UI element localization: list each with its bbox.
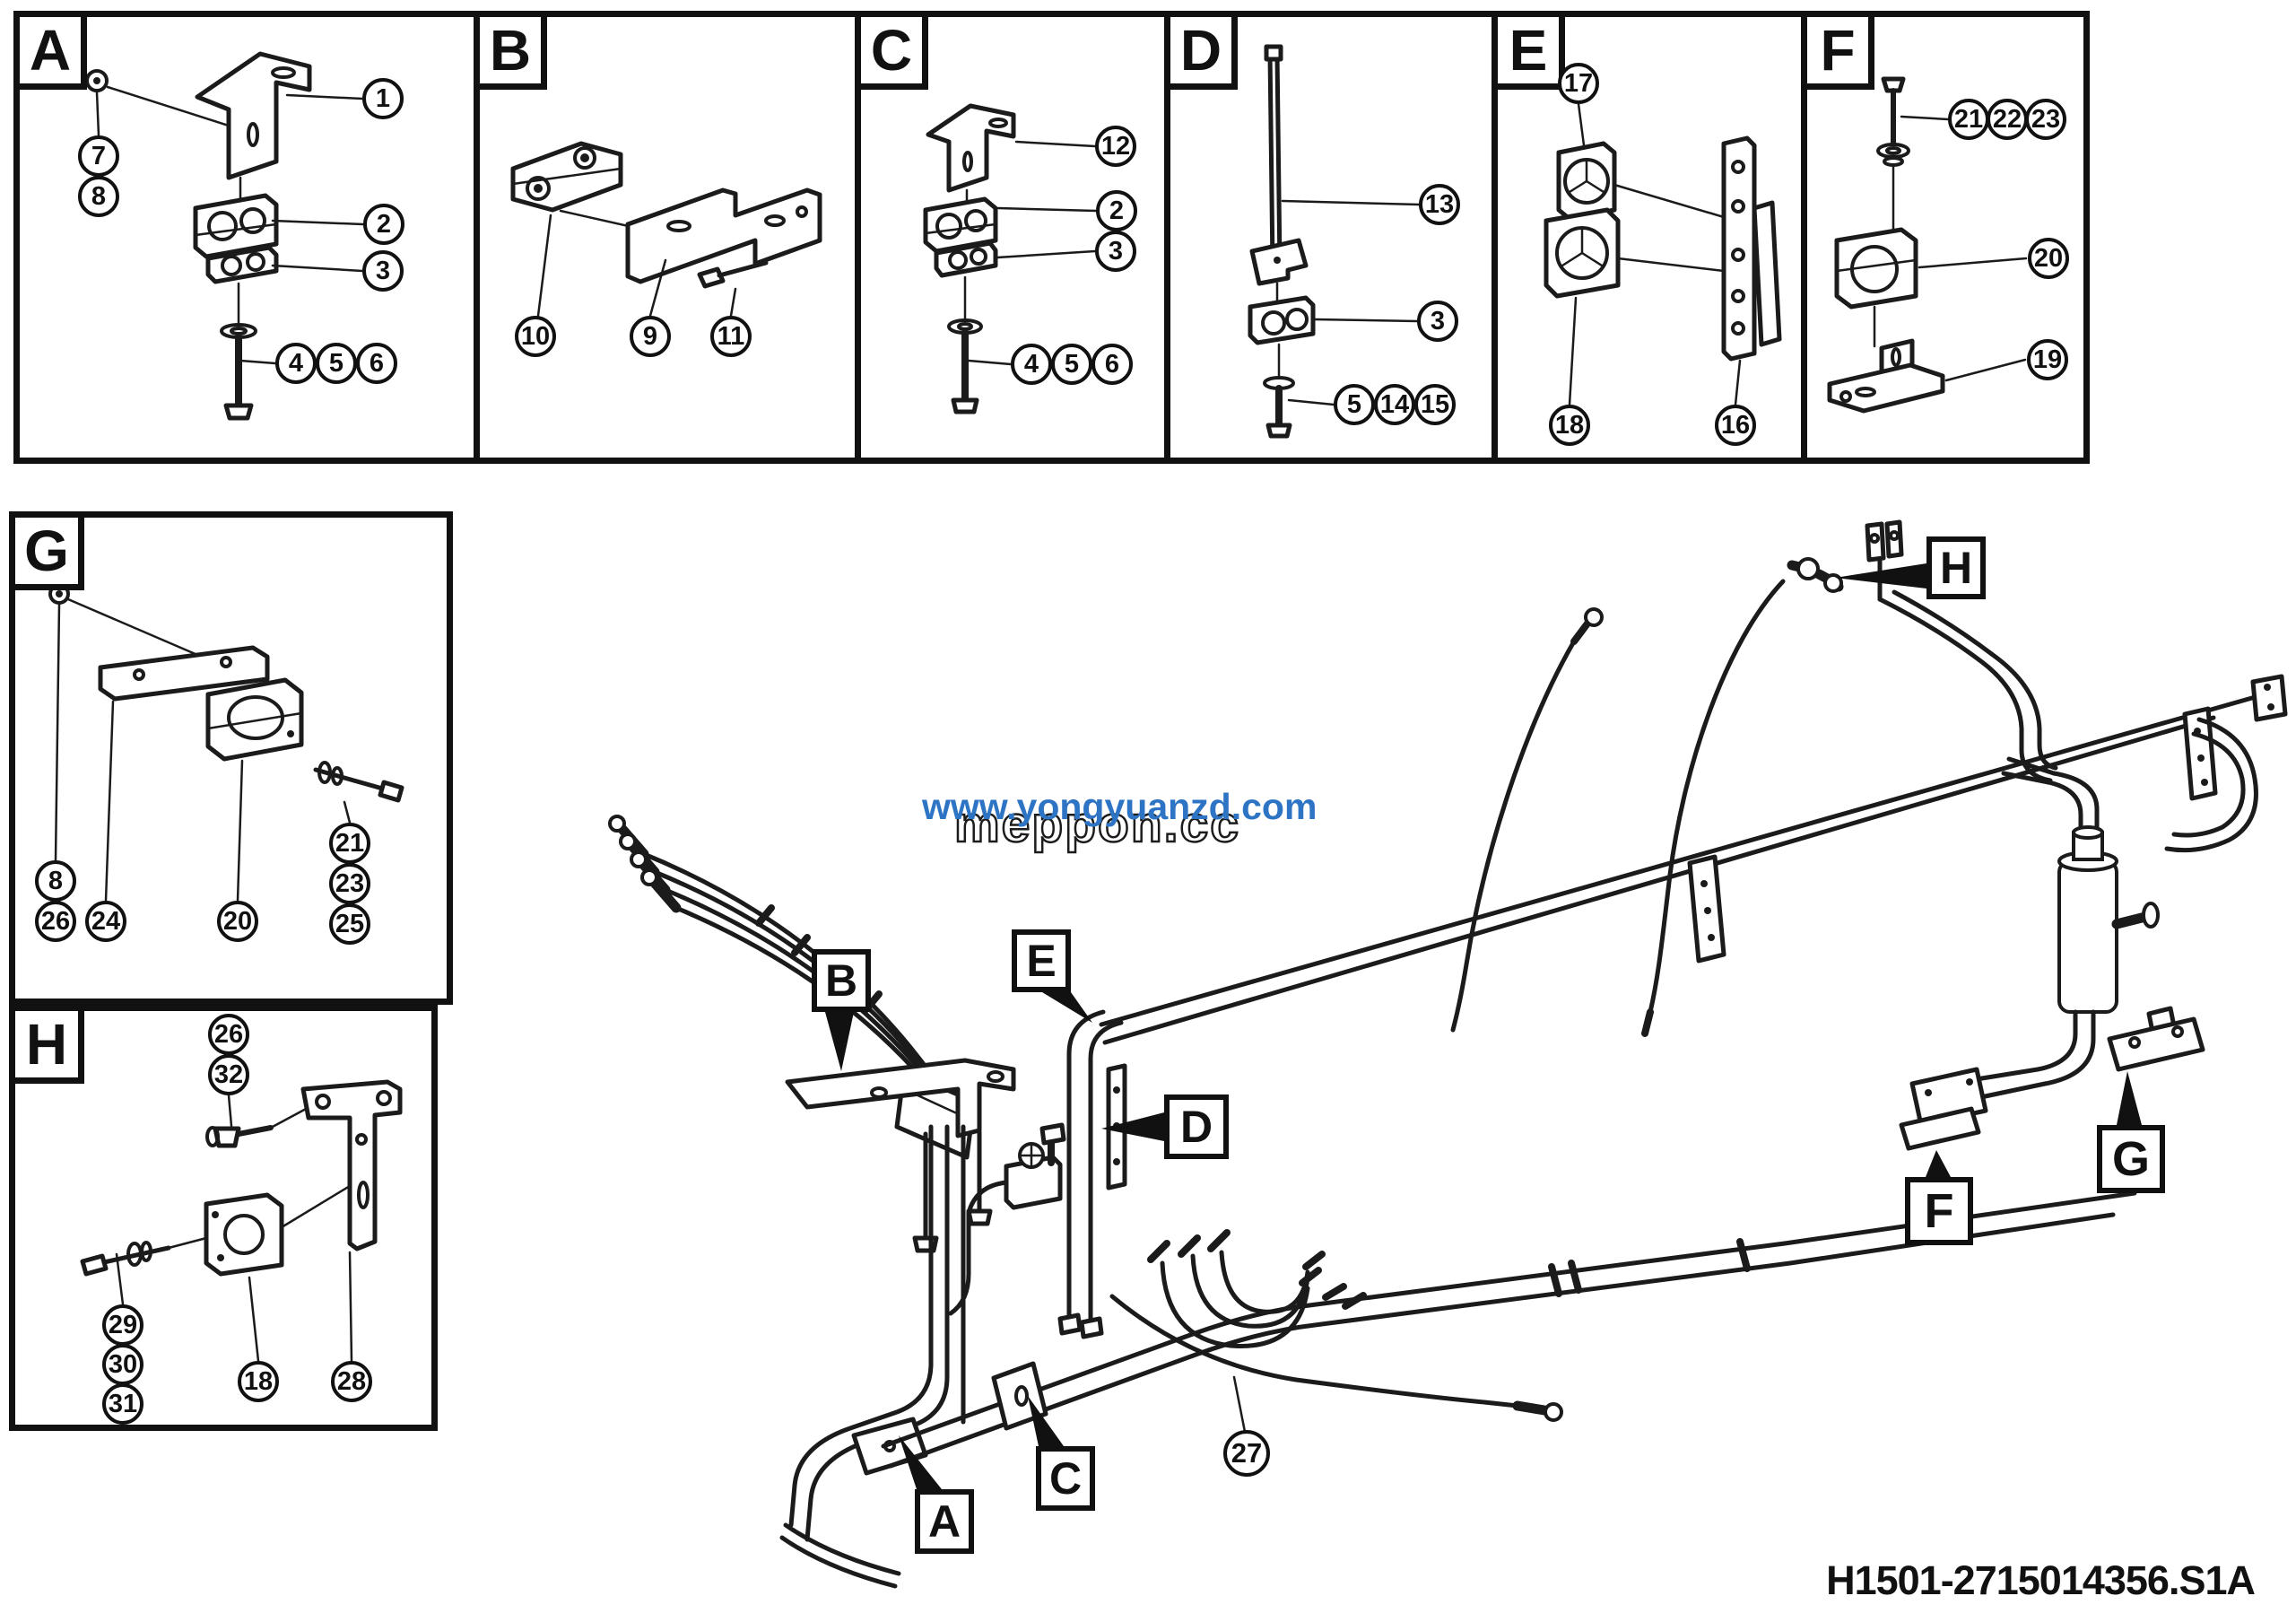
panel-letter-g: G (9, 511, 84, 590)
callout-23: 23 (2025, 99, 2066, 140)
panel-letter-e: E (1492, 11, 1565, 90)
main-label-b: B (812, 949, 871, 1012)
callout-31: 31 (102, 1383, 144, 1425)
callout-20: 20 (217, 901, 258, 942)
watermark-brand: meppon.cc (953, 795, 1240, 855)
callout-23: 23 (329, 863, 370, 904)
callout-16: 16 (1715, 405, 1756, 446)
callout-25: 25 (329, 903, 370, 945)
panel-letter-d: D (1164, 11, 1238, 90)
callout-19: 19 (2027, 339, 2068, 380)
callout-26: 26 (35, 901, 76, 942)
panel-letter-f: F (1801, 11, 1874, 90)
callout-4: 4 (275, 343, 317, 384)
callout-28: 28 (331, 1361, 372, 1402)
callout-12: 12 (1095, 126, 1136, 167)
drawing-number: H1501-2715014356.S1A (1826, 1557, 2256, 1603)
callout-5: 5 (1334, 384, 1375, 425)
callout-18: 18 (1549, 405, 1590, 446)
callout-3: 3 (362, 250, 404, 292)
main-label-h: H (1926, 536, 1986, 599)
callout-3: 3 (1095, 231, 1136, 272)
main-label-c: C (1036, 1446, 1095, 1511)
callout-30: 30 (102, 1344, 144, 1385)
panel-letter-a: A (13, 11, 87, 90)
panel-letter-b: B (474, 11, 547, 90)
panel-letter-h: H (9, 1005, 84, 1084)
callout-3: 3 (1417, 301, 1458, 342)
callout-8: 8 (35, 860, 76, 902)
callout-21: 21 (1948, 99, 1989, 140)
callout-29: 29 (102, 1304, 144, 1346)
callout-6: 6 (1091, 344, 1133, 385)
callout-18: 18 (238, 1361, 279, 1402)
callout-24: 24 (85, 901, 126, 942)
main-label-f: F (1905, 1177, 1973, 1245)
panel-letter-c: C (855, 11, 928, 90)
callout-2: 2 (363, 204, 404, 245)
callout-6: 6 (356, 343, 397, 384)
callout-26: 26 (208, 1014, 249, 1055)
callout-27: 27 (1223, 1430, 1270, 1477)
callout-17: 17 (1558, 63, 1599, 104)
callout-8: 8 (78, 176, 119, 217)
main-label-g: G (2097, 1125, 2165, 1193)
main-label-d: D (1164, 1094, 1229, 1159)
callout-13: 13 (1419, 184, 1460, 225)
callout-20: 20 (2028, 238, 2069, 279)
callout-10: 10 (515, 316, 556, 357)
callout-1: 1 (362, 78, 404, 119)
callout-21: 21 (329, 823, 370, 864)
callout-2: 2 (1096, 190, 1137, 231)
callout-5: 5 (1051, 344, 1092, 385)
callout-11: 11 (710, 316, 752, 357)
callout-14: 14 (1374, 384, 1415, 425)
callout-22: 22 (1987, 99, 2028, 140)
callout-15: 15 (1414, 384, 1456, 425)
main-label-e: E (1012, 929, 1071, 992)
main-label-a: A (915, 1489, 974, 1554)
callout-4: 4 (1011, 344, 1052, 385)
callout-7: 7 (78, 135, 119, 177)
callout-5: 5 (316, 343, 357, 384)
watermark-url: www.yongyuanzd.com (922, 786, 1318, 827)
callout-32: 32 (208, 1054, 249, 1095)
callout-9: 9 (630, 316, 671, 357)
